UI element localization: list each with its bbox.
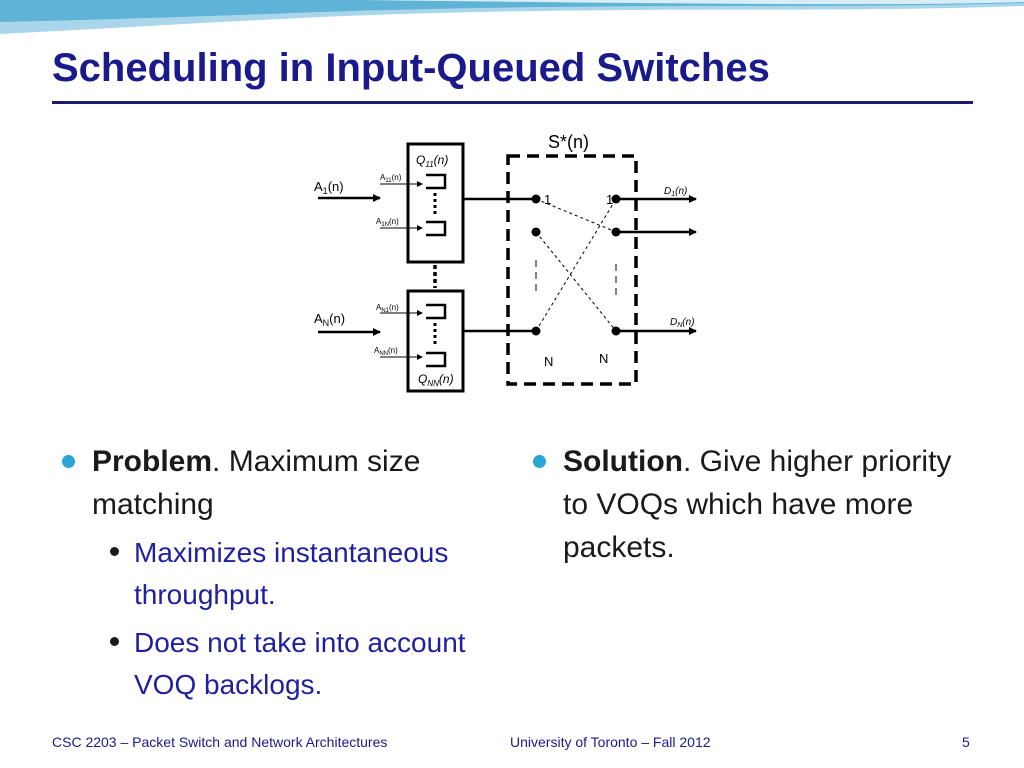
switch-crossing-1 [535,198,617,233]
switch-label: S*(n) [548,132,589,152]
left-bullet-column: Problem. Maximum size matching Maximizes… [62,440,502,706]
top-decorative-swoosh [0,0,1024,34]
arrival-11-label: A11(n) [380,173,402,184]
voq-11-icon [426,173,447,190]
port-out-top-label: 1 [606,192,613,207]
problem-bullet: Problem. Maximum size matching [62,440,502,526]
solution-bullet-strong: Solution [563,445,683,478]
sub-bullet-text: Does not take into account VOQ backlogs. [134,627,466,700]
solution-bullet: Solution. Give higher priority to VOQs w… [533,440,963,569]
queue-bottom-label: QNN(n) [418,372,454,388]
footer-page-number: 5 [962,734,970,750]
input-N-label: AN(n) [314,311,345,328]
footer-institution: University of Toronto – Fall 2012 [510,734,711,750]
queue-top-label: Q11(n) [416,153,448,169]
solution-bullet-text: . Give higher priority to VOQs which hav… [563,445,952,564]
sub-bullet-text: Maximizes instantaneous throughput. [134,537,449,610]
right-bullet-column: Solution. Give higher priority to VOQs w… [533,440,963,569]
sub-bullet: Maximizes instantaneous throughput. [62,532,502,616]
sub-bullet-dot-icon [110,637,119,646]
problem-bullet-text: . Maximum size matching [92,445,421,521]
arrival-NN-label: ANN(n) [374,346,398,357]
arrival-1N-label: A1N(n) [376,217,399,228]
voq-N1-icon [426,303,447,320]
port-in-top-label: 1 [544,192,551,207]
queue-box-top [406,142,465,264]
slide-title: Scheduling in Input-Queued Switches [52,46,770,90]
output-N-label: DN(n) [670,317,695,329]
title-underline [52,101,973,104]
input-1-label: A1(n) [314,179,344,196]
footer-course: CSC 2203 – Packet Switch and Network Arc… [52,734,388,750]
port-out-bottom-label: N [599,351,608,366]
voq-1N-icon [426,220,447,237]
switch-crossing-2 [535,231,617,332]
switch-fabric-box [506,154,638,386]
arrival-N1-label: AN1(n) [376,303,399,314]
voq-NN-icon [426,351,447,368]
bullet-dot-icon [62,455,75,468]
problem-bullet-strong: Problem [92,445,213,478]
bullet-dot-icon [533,455,546,468]
output-1-label: D1(n) [664,186,687,198]
switch-diagram: A1(n) AN(n) Q11(n) A11(n) A1N(n) QNN(n) … [314,132,697,393]
sub-bullet-dot-icon [110,547,119,556]
port-in-bottom-label: N [544,354,553,369]
sub-bullet: Does not take into account VOQ backlogs. [62,622,502,706]
switch-crossing-3 [535,198,617,332]
